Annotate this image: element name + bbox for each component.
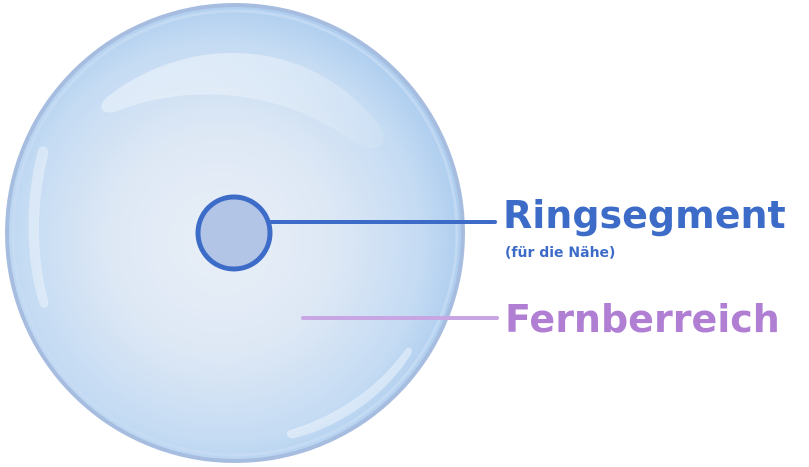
lens-inner-rim — [11, 9, 459, 457]
ring-segment-note: (für die Nähe) — [505, 245, 616, 261]
distance-zone-label: Fernberreich — [505, 297, 780, 341]
lens-edge-reflection — [28, 146, 49, 308]
lens-bottom-reflection — [286, 347, 412, 439]
lens-highlight — [101, 52, 385, 149]
ring-segment-circle — [195, 194, 273, 272]
ring-segment-label: Ringsegment — [503, 193, 786, 237]
